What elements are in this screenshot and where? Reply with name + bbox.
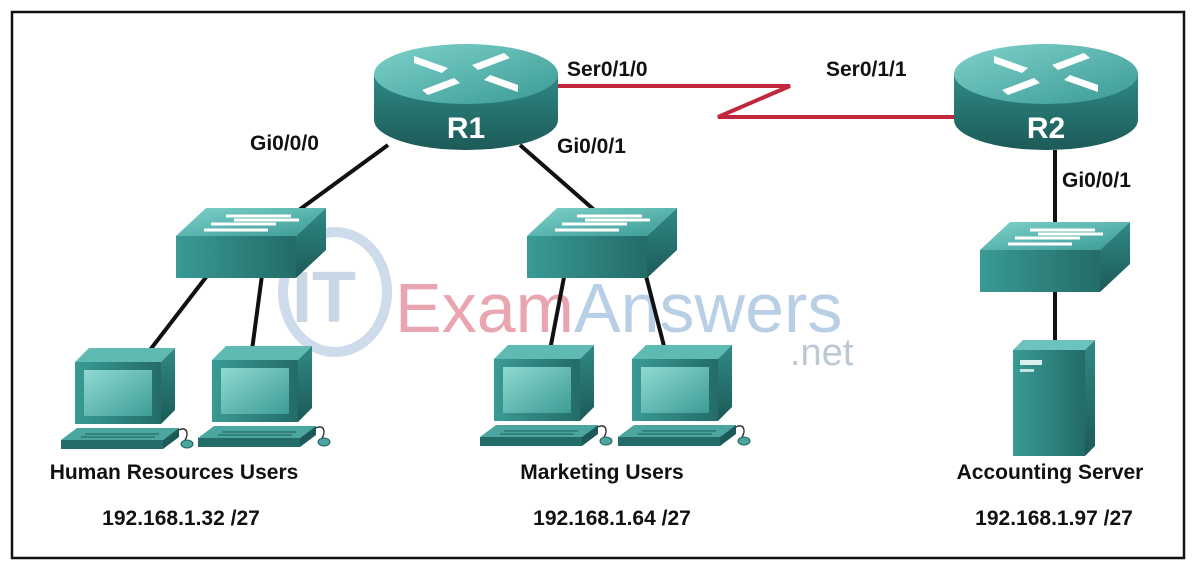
link-hr-switch-pc2 xyxy=(250,274,264,351)
accounting-switch-icon[interactable] xyxy=(978,220,1132,294)
group-marketing-name: Marketing Users xyxy=(520,461,683,484)
watermark: IT ExamAnswers .net xyxy=(278,227,854,374)
accounting-server-icon[interactable] xyxy=(1013,340,1095,456)
marketing-pc-1-icon[interactable] xyxy=(479,344,613,447)
port-label-r1-gi001: Gi0/0/1 xyxy=(557,135,626,158)
router-r2-label: R2 xyxy=(1027,112,1065,145)
watermark-logo-ring xyxy=(278,227,392,357)
link-r1-hr-switch xyxy=(286,143,390,220)
hr-pc-1-icon[interactable] xyxy=(60,347,194,450)
link-mkt-switch-pc1 xyxy=(548,271,567,351)
watermark-text-part2: Answers xyxy=(574,269,842,347)
link-hr-switch-pc1 xyxy=(148,270,212,352)
group-accounting-network: 192.168.1.97 /27 xyxy=(975,507,1133,530)
link-r1-marketing-switch xyxy=(518,143,602,217)
group-hr-network: 192.168.1.32 /27 xyxy=(102,507,260,530)
watermark-text-part1: Exam xyxy=(395,269,574,347)
port-label-r2-gi001: Gi0/0/1 xyxy=(1062,169,1131,192)
link-serial-r1-r2 xyxy=(548,84,960,119)
router-r2[interactable]: R2 xyxy=(954,44,1138,150)
group-marketing-network: 192.168.1.64 /27 xyxy=(533,507,691,530)
port-label-r1-gi000: Gi0/0/0 xyxy=(250,132,319,155)
router-r1-label: R1 xyxy=(447,112,485,145)
group-hr-name: Human Resources Users xyxy=(50,461,299,484)
port-label-r1-ser010: Ser0/1/0 xyxy=(567,58,648,81)
links xyxy=(148,84,1057,352)
watermark-text: ExamAnswers xyxy=(395,269,842,347)
router-r1[interactable]: R1 xyxy=(374,44,558,150)
hr-pc-2-icon[interactable] xyxy=(197,345,331,448)
link-mkt-switch-pc2 xyxy=(643,271,667,351)
marketing-pc-2-icon[interactable] xyxy=(617,344,751,447)
hr-switch-icon[interactable] xyxy=(174,206,328,280)
group-accounting-name: Accounting Server xyxy=(957,461,1144,484)
marketing-switch-icon[interactable] xyxy=(525,206,679,280)
watermark-suffix: .net xyxy=(790,332,854,374)
port-label-r2-ser011: Ser0/1/1 xyxy=(826,58,907,81)
